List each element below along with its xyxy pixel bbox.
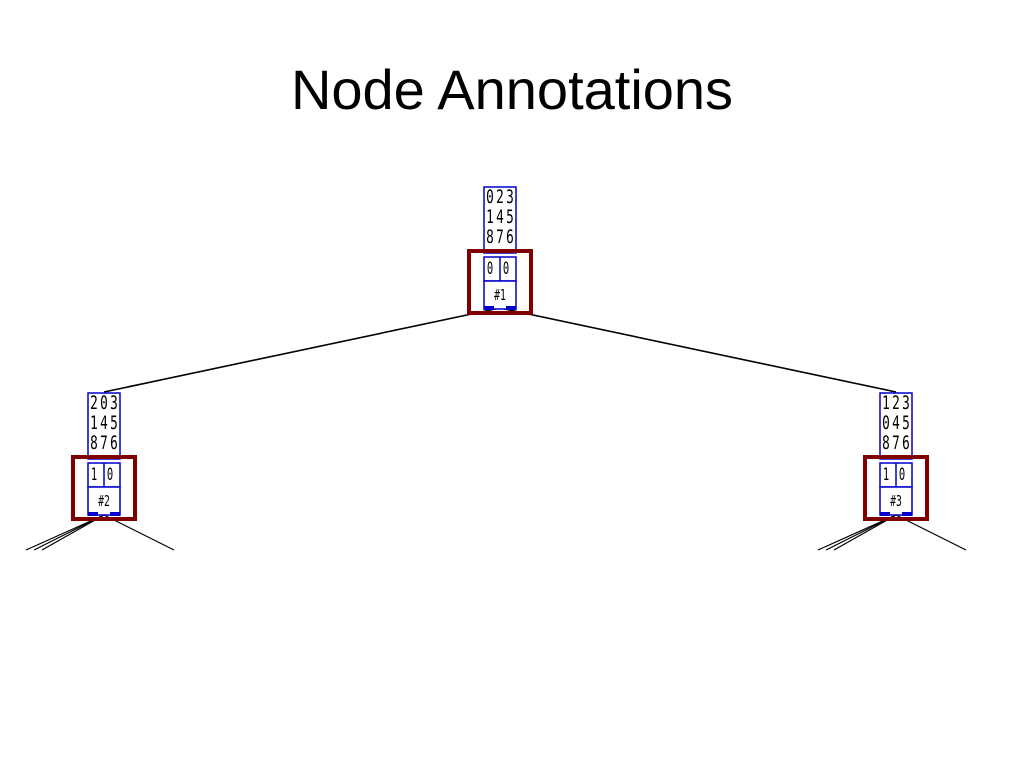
board-tile: 3 (902, 391, 910, 413)
board-tile: 8 (486, 225, 494, 247)
annotation-value-h: 0 (107, 466, 113, 485)
puzzle-board (483, 186, 517, 254)
tree-edge (103, 307, 501, 393)
annotation-value-g: 0 (487, 260, 493, 279)
label-row (483, 280, 517, 310)
board-tile: 2 (90, 391, 98, 413)
board-tile: 7 (100, 431, 108, 453)
board-tile: 8 (882, 431, 890, 453)
board-tile: 2 (496, 185, 504, 207)
node-marker (506, 306, 516, 310)
board-tile: 3 (110, 391, 118, 413)
board-tile: 7 (892, 431, 900, 453)
board-tile: 6 (902, 431, 910, 453)
board-tile: 0 (486, 185, 494, 207)
board-tile: 8 (90, 431, 98, 453)
annotation-value-g: 1 (883, 466, 889, 485)
node-number-label: #2 (98, 493, 110, 511)
label-row (87, 486, 121, 516)
board-tile: 0 (882, 411, 890, 433)
board-tile: 6 (110, 431, 118, 453)
label-row (879, 486, 913, 516)
board-tile: 5 (110, 411, 118, 433)
annotation-highlight-box (71, 455, 137, 521)
node-marker (880, 512, 890, 516)
board-tile: 4 (892, 411, 900, 433)
board-tile: 4 (496, 205, 504, 227)
edges-layer (103, 307, 897, 393)
board-tile: 4 (100, 411, 108, 433)
board-tile: 6 (506, 225, 514, 247)
node-marker (88, 512, 98, 516)
slide-title: Node Annotations (290, 58, 734, 121)
board-tile: 3 (506, 185, 514, 207)
board-tile: 1 (486, 205, 494, 227)
board-tile: 2 (892, 391, 900, 413)
annotation-value-h: 0 (503, 260, 509, 279)
board-tile: 1 (882, 391, 890, 413)
child-edge-stubs (25, 514, 967, 551)
board-tile: 1 (90, 411, 98, 433)
node-number-label: #1 (494, 287, 506, 305)
board-tile: 7 (496, 225, 504, 247)
board-tile: 0 (100, 391, 108, 413)
board-tile: 5 (902, 411, 910, 433)
annotation-value-g: 1 (91, 466, 97, 485)
board-tile: 5 (506, 205, 514, 227)
node-marker (902, 512, 912, 516)
annotation-highlight-box (863, 455, 929, 521)
node-marker (110, 512, 120, 516)
annotation-highlight-box (467, 249, 533, 315)
annotation-value-h: 0 (899, 466, 905, 485)
node-number-label: #3 (890, 493, 902, 511)
node-marker (484, 306, 494, 310)
tree-edge (499, 307, 897, 393)
